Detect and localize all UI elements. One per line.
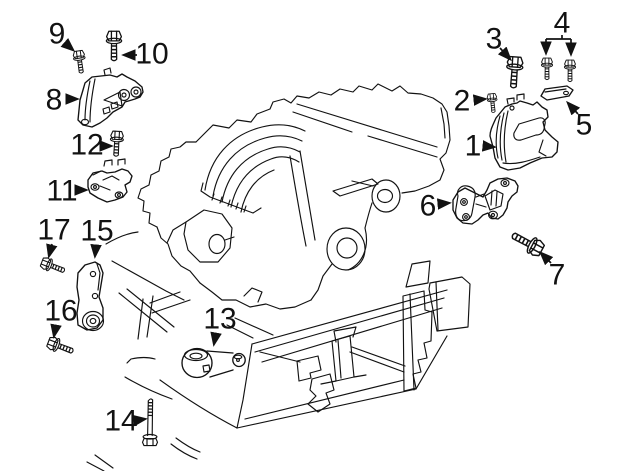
callout-15[interactable]: 15 [80, 215, 114, 259]
bolt-3 [505, 56, 523, 88]
callout-7-arrow [538, 250, 554, 266]
callout-2[interactable]: 2 [454, 85, 488, 118]
callout-13[interactable]: 13 [203, 303, 237, 347]
subframe-drawing [236, 260, 471, 429]
callout-11-number[interactable]: 11 [46, 175, 77, 208]
callout-13-number[interactable]: 13 [203, 303, 236, 336]
callout-14-number[interactable]: 14 [104, 405, 137, 438]
callout-17-number[interactable]: 17 [37, 214, 70, 247]
bolt-10 [106, 31, 121, 60]
callout-4[interactable]: 4 [540, 7, 577, 57]
bolt-16 [46, 336, 75, 358]
callouts: 1 2 3 4 5 6 7 8 [37, 7, 592, 438]
callout-9-arrow [60, 38, 76, 52]
part-8-engine-mount-bracket [77, 67, 144, 128]
callout-14[interactable]: 14 [104, 405, 148, 438]
callout-12[interactable]: 12 [70, 129, 114, 162]
callout-8[interactable]: 8 [46, 84, 80, 117]
bolt-4a [539, 56, 555, 82]
bolt-17 [37, 254, 69, 279]
callout-2-arrow [472, 94, 488, 106]
callout-6-number[interactable]: 6 [420, 190, 437, 223]
callout-6-arrow [436, 198, 452, 210]
bolt-12 [107, 128, 126, 159]
callout-1-number[interactable]: 1 [465, 130, 482, 163]
part-13-torque-strut-mount [181, 347, 246, 379]
callout-8-number[interactable]: 8 [46, 84, 63, 117]
callout-4-number[interactable]: 4 [554, 7, 571, 40]
callout-6[interactable]: 6 [420, 190, 452, 223]
callout-13-arrow [210, 331, 222, 347]
bolt-2 [485, 91, 500, 115]
part-15-bracket-link [76, 261, 105, 332]
callout-17-arrow [46, 243, 58, 259]
callout-12-number[interactable]: 12 [70, 129, 103, 162]
callout-11[interactable]: 11 [46, 175, 89, 208]
callout-10[interactable]: 10 [121, 38, 169, 71]
part-5-mount-shim-bracket [540, 85, 574, 101]
bolt-14 [141, 398, 159, 447]
callout-2-number[interactable]: 2 [454, 85, 471, 118]
callout-5-number[interactable]: 5 [576, 109, 593, 142]
callout-5-arrow [566, 100, 581, 116]
callout-10-number[interactable]: 10 [135, 38, 168, 71]
callout-9-number[interactable]: 9 [49, 18, 66, 51]
callout-16-arrow [50, 323, 62, 339]
callout-9[interactable]: 9 [49, 18, 76, 52]
engine-assembly-drawing [137, 83, 451, 310]
callout-16[interactable]: 16 [44, 295, 78, 339]
callout-15-arrow [90, 243, 102, 259]
fasteners [37, 31, 578, 447]
part-11-mount-bracket [87, 158, 133, 203]
part-1-engine-mount [489, 93, 559, 171]
part-6-transmission-mount-bracket [452, 177, 519, 225]
callout-3-number[interactable]: 3 [486, 23, 503, 56]
bolt-9 [70, 48, 89, 76]
body-frame-lines [86, 231, 274, 471]
callout-16-number[interactable]: 16 [44, 295, 77, 328]
callout-1[interactable]: 1 [465, 130, 497, 163]
callout-1-arrow [481, 140, 497, 152]
callout-14-arrow [132, 414, 148, 427]
callout-17[interactable]: 17 [37, 214, 71, 259]
callout-7-number[interactable]: 7 [549, 259, 566, 292]
callout-5[interactable]: 5 [566, 100, 593, 142]
bolt-7 [509, 228, 546, 258]
callout-3-arrow [497, 46, 512, 62]
bolt-4b [562, 58, 578, 84]
callout-4-bracket [546, 35, 571, 40]
callout-3[interactable]: 3 [486, 23, 512, 62]
callout-15-number[interactable]: 15 [80, 215, 113, 248]
callout-7[interactable]: 7 [538, 250, 566, 292]
